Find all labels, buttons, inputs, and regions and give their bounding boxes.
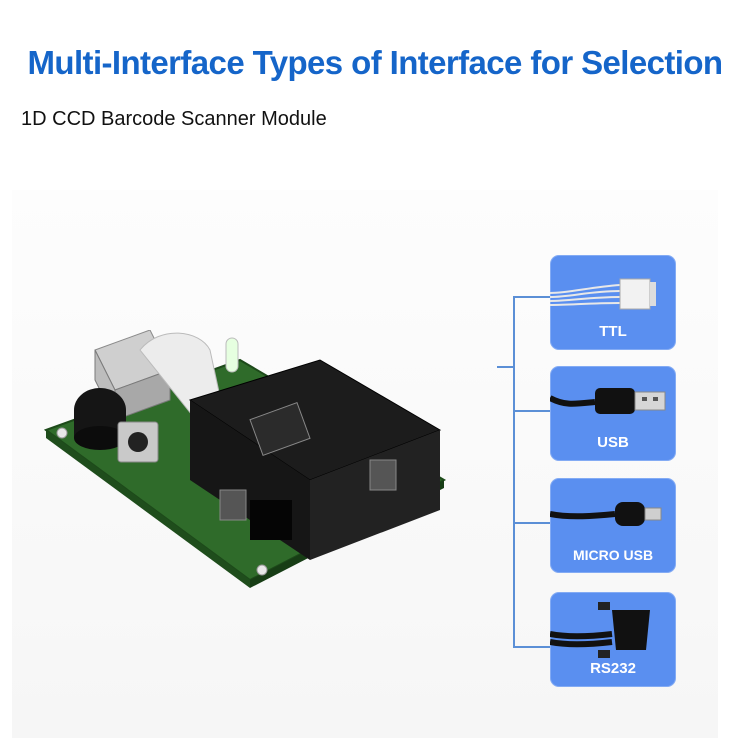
interface-label: USB xyxy=(597,434,629,451)
bracket-tick-usb xyxy=(513,410,550,412)
interface-card-usb: USB xyxy=(550,366,676,461)
page-title: Multi-Interface Types of Interface for S… xyxy=(27,44,724,81)
page-subtitle: 1D CCD Barcode Scanner Module xyxy=(21,108,327,130)
rs232-cable-icon xyxy=(550,602,650,658)
bracket-tick-micro-usb xyxy=(513,522,550,524)
interface-card-micro-usb: MICRO USB xyxy=(550,478,676,573)
micro-usb-cable-icon xyxy=(550,502,662,526)
interface-label: TTL xyxy=(599,323,627,340)
usb-cable-icon xyxy=(550,388,666,414)
interface-label: MICRO USB xyxy=(572,547,654,563)
interface-card-rs232: RS232 xyxy=(550,592,676,687)
interface-label: RS232 xyxy=(590,660,636,677)
ttl-connector-icon xyxy=(550,278,656,310)
bracket-tick-ttl xyxy=(513,296,550,298)
bracket-tick-rs232 xyxy=(513,646,550,648)
bracket-connector-line xyxy=(497,366,513,368)
barcode-scanner-module-image xyxy=(43,330,447,588)
connector-bracket xyxy=(513,296,515,646)
interface-card-ttl: TTL xyxy=(550,255,676,350)
